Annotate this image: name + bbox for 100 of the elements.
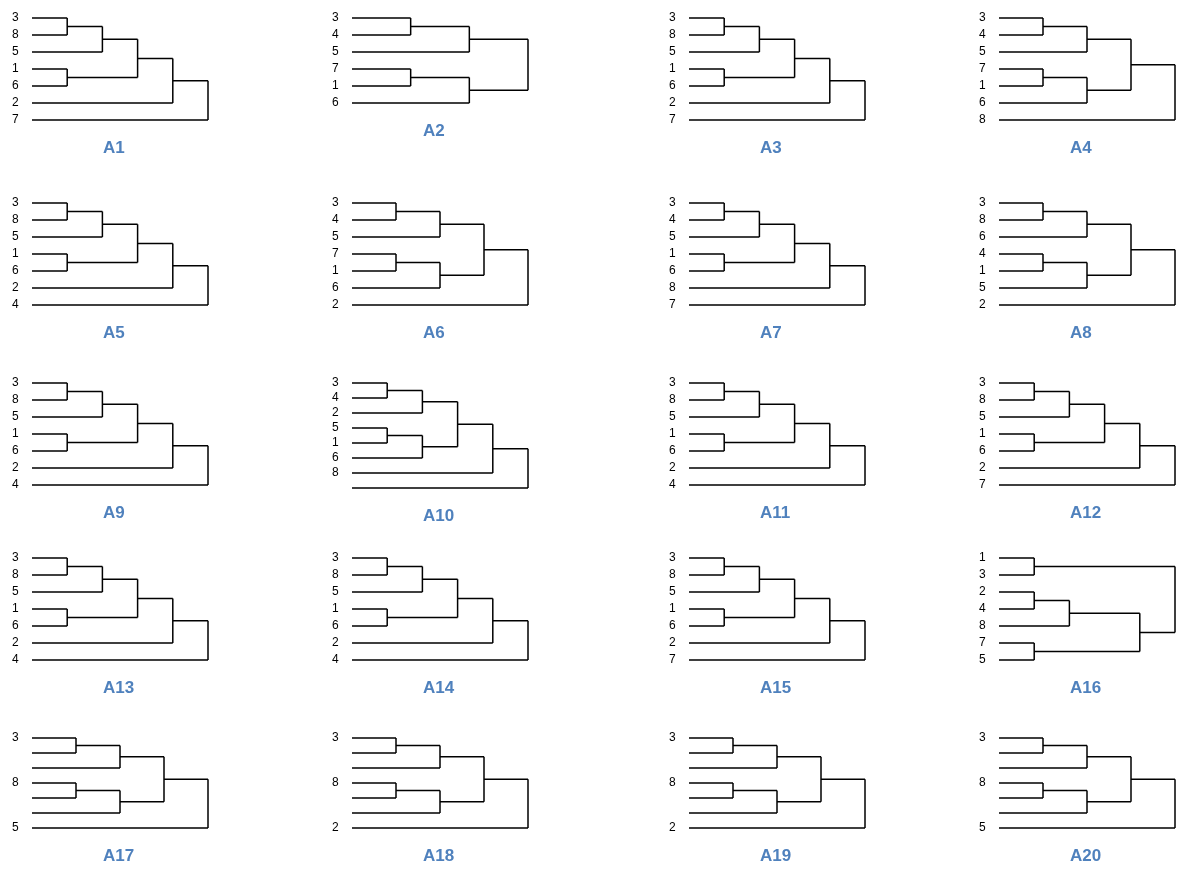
leaf-label: 1 bbox=[12, 61, 19, 75]
leaf-label: 1 bbox=[979, 263, 986, 277]
panel-title: A8 bbox=[1070, 323, 1092, 343]
panel-title: A12 bbox=[1070, 503, 1102, 523]
leaf-label: 2 bbox=[12, 635, 19, 649]
leaf-label: 3 bbox=[12, 195, 19, 209]
leaf-label: 5 bbox=[669, 44, 676, 58]
leaf-label: 5 bbox=[979, 409, 986, 423]
leaf-label: 8 bbox=[669, 775, 676, 789]
leaf-label: 8 bbox=[12, 27, 19, 41]
leaf-label: 6 bbox=[332, 95, 339, 109]
leaf-label: 2 bbox=[12, 280, 19, 294]
leaf-label: 8 bbox=[979, 618, 986, 632]
leaf-label: 5 bbox=[12, 44, 19, 58]
leaf-label: 3 bbox=[669, 10, 676, 24]
leaf-label: 5 bbox=[12, 584, 19, 598]
leaf-label: 6 bbox=[12, 443, 19, 457]
leaf-label: 3 bbox=[669, 730, 676, 744]
panel-title: A13 bbox=[103, 678, 135, 698]
leaf-label: 2 bbox=[669, 820, 676, 834]
panel-title: A1 bbox=[103, 138, 125, 158]
leaf-label: 3 bbox=[979, 567, 986, 581]
panel-title: A15 bbox=[760, 678, 792, 698]
leaf-label: 4 bbox=[332, 390, 339, 404]
leaf-label: 1 bbox=[979, 426, 986, 440]
panel-title: A10 bbox=[423, 506, 455, 526]
leaf-label: 1 bbox=[979, 550, 986, 564]
leaf-label: 3 bbox=[669, 375, 676, 389]
panel-title: A20 bbox=[1070, 846, 1102, 866]
leaf-label: 4 bbox=[12, 297, 19, 311]
leaf-label: 3 bbox=[669, 550, 676, 564]
leaf-label: 1 bbox=[669, 246, 676, 260]
leaf-label: 1 bbox=[12, 246, 19, 260]
leaf-label: 5 bbox=[332, 420, 339, 434]
leaf-label: 4 bbox=[12, 477, 19, 491]
leaf-label: 8 bbox=[332, 465, 339, 479]
panel-title: A4 bbox=[1070, 138, 1092, 158]
leaf-label: 5 bbox=[979, 820, 986, 834]
leaf-label: 7 bbox=[332, 61, 339, 75]
leaf-label: 8 bbox=[669, 392, 676, 406]
leaf-label: 7 bbox=[669, 297, 676, 311]
leaf-label: 8 bbox=[12, 567, 19, 581]
panel-title: A9 bbox=[103, 503, 125, 523]
leaf-label: 3 bbox=[979, 375, 986, 389]
leaf-label: 4 bbox=[332, 212, 339, 226]
leaf-label: 8 bbox=[669, 27, 676, 41]
leaf-label: 3 bbox=[332, 550, 339, 564]
leaf-label: 3 bbox=[332, 730, 339, 744]
panel-title: A19 bbox=[760, 846, 792, 866]
leaf-label: 6 bbox=[979, 443, 986, 457]
leaf-label: 6 bbox=[12, 618, 19, 632]
leaf-label: 2 bbox=[669, 635, 676, 649]
panel-title: A14 bbox=[423, 678, 455, 698]
leaf-label: 1 bbox=[12, 601, 19, 615]
leaf-label: 8 bbox=[12, 392, 19, 406]
panel-title: A16 bbox=[1070, 678, 1102, 698]
leaf-label: 4 bbox=[979, 601, 986, 615]
leaf-label: 8 bbox=[12, 775, 19, 789]
leaf-label: 7 bbox=[979, 61, 986, 75]
leaf-label: 3 bbox=[979, 195, 986, 209]
leaf-label: 2 bbox=[332, 635, 339, 649]
leaf-label: 1 bbox=[979, 78, 986, 92]
leaf-label: 7 bbox=[979, 477, 986, 491]
leaf-label: 5 bbox=[332, 584, 339, 598]
leaf-label: 5 bbox=[12, 820, 19, 834]
leaf-label: 2 bbox=[12, 95, 19, 109]
leaf-label: 8 bbox=[979, 212, 986, 226]
leaf-label: 5 bbox=[332, 44, 339, 58]
leaf-label: 3 bbox=[332, 375, 339, 389]
leaf-label: 7 bbox=[669, 652, 676, 666]
leaf-label: 7 bbox=[669, 112, 676, 126]
leaf-label: 2 bbox=[669, 95, 676, 109]
leaf-label: 3 bbox=[979, 730, 986, 744]
leaf-label: 8 bbox=[669, 567, 676, 581]
leaf-label: 1 bbox=[332, 435, 339, 449]
leaf-label: 4 bbox=[669, 477, 676, 491]
leaf-label: 8 bbox=[12, 212, 19, 226]
leaf-label: 4 bbox=[332, 27, 339, 41]
leaf-label: 8 bbox=[669, 280, 676, 294]
leaf-label: 2 bbox=[979, 584, 986, 598]
leaf-label: 3 bbox=[12, 730, 19, 744]
leaf-label: 4 bbox=[979, 27, 986, 41]
leaf-label: 2 bbox=[332, 297, 339, 311]
leaf-label: 6 bbox=[332, 450, 339, 464]
leaf-label: 4 bbox=[669, 212, 676, 226]
leaf-label: 1 bbox=[332, 601, 339, 615]
leaf-label: 2 bbox=[669, 460, 676, 474]
leaf-label: 5 bbox=[979, 280, 986, 294]
panel-title: A7 bbox=[760, 323, 782, 343]
leaf-label: 1 bbox=[332, 78, 339, 92]
leaf-label: 6 bbox=[12, 78, 19, 92]
leaf-label: 4 bbox=[332, 652, 339, 666]
leaf-label: 5 bbox=[12, 409, 19, 423]
leaf-label: 2 bbox=[332, 820, 339, 834]
leaf-label: 6 bbox=[669, 78, 676, 92]
leaf-label: 3 bbox=[332, 10, 339, 24]
panel-title: A17 bbox=[103, 846, 135, 866]
leaf-label: 4 bbox=[979, 246, 986, 260]
leaf-label: 8 bbox=[332, 775, 339, 789]
leaf-label: 5 bbox=[669, 584, 676, 598]
